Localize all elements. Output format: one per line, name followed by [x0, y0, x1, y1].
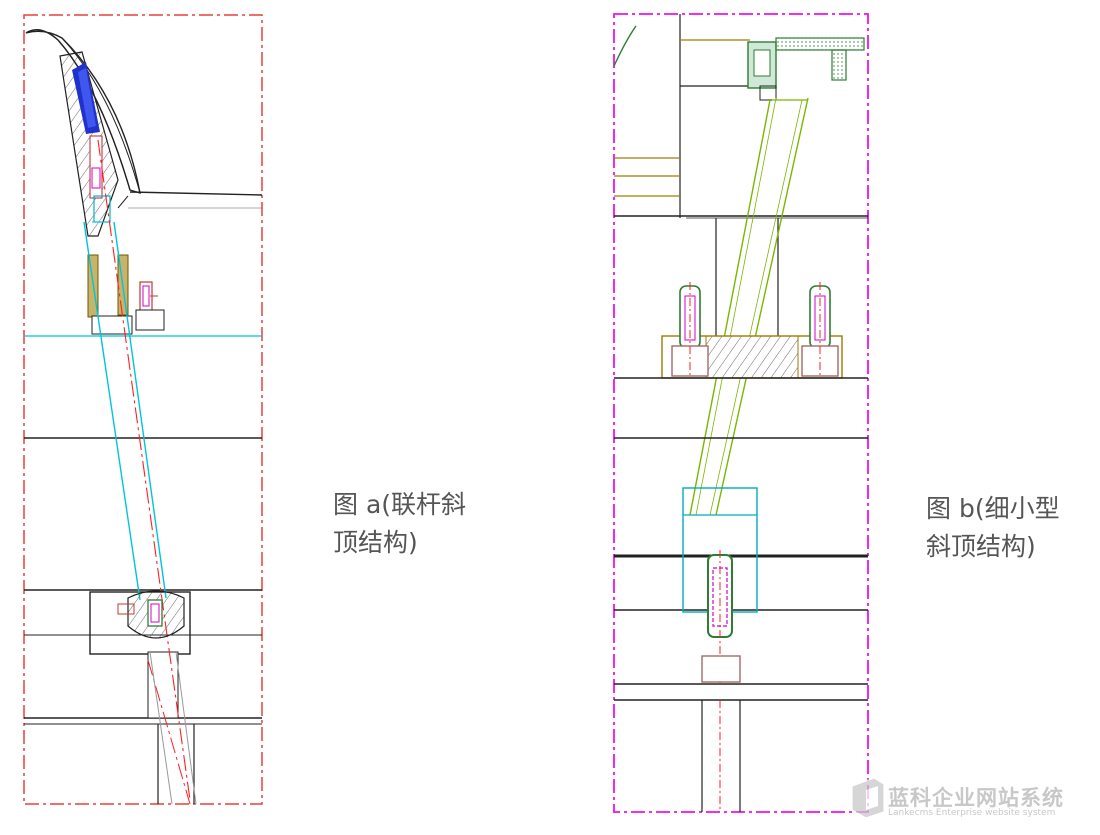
figure-b-frame [613, 13, 869, 813]
figure-b-slide-block [682, 487, 758, 812]
figure-a-lifter-rod [83, 139, 191, 801]
figure-b-screw-right [801, 282, 839, 378]
caption-figure-a: 图 a(联杆斜 顶结构) [333, 490, 467, 557]
figure-a-frame [23, 14, 263, 805]
figure-a-plates [24, 335, 262, 804]
caption-figure-b: 图 b(细小型 斜顶结构) [926, 494, 1060, 561]
figure-b-lower-plates [614, 437, 868, 812]
figure-b-cavity [613, 14, 868, 378]
watermark-title: 蓝科企业网站系统 [888, 786, 1064, 810]
watermark-subtitle: Lankecms Enterprise website system [888, 808, 1056, 818]
figure-a-pivot-joint [117, 590, 197, 805]
figure-b-lifter-rod [689, 97, 809, 516]
watermark-logo [851, 777, 885, 819]
figure-b-screw-left [671, 282, 709, 378]
figure-a-lifter-head [59, 51, 119, 237]
figure-b-small-lifter [613, 13, 869, 813]
figure-a-linkage-lifter [23, 14, 263, 805]
